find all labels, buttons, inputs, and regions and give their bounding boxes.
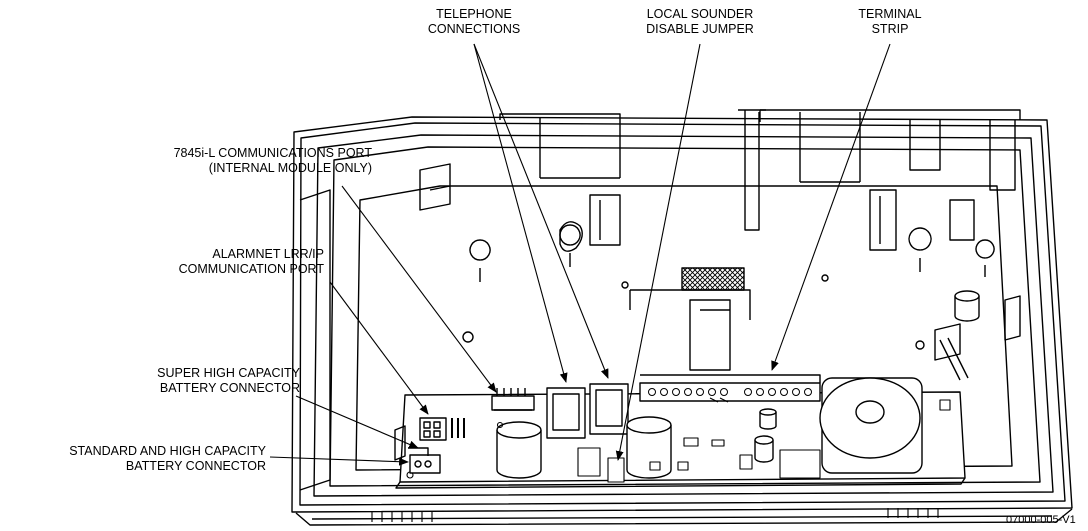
label-line: (INTERNAL MODULE ONLY) — [208, 161, 372, 175]
transformer — [819, 377, 923, 474]
leader-std-battery — [269, 456, 409, 466]
leader-super-battery — [295, 395, 419, 449]
label-line: 7845i-L COMMUNICATIONS PORT — [173, 146, 372, 160]
speaker-grille — [681, 267, 745, 291]
comm-port-header — [491, 388, 535, 411]
side-strap — [939, 290, 980, 381]
label-line: TELEPHONE — [436, 7, 512, 21]
leader-comm-port — [341, 185, 497, 393]
label-line: STANDARD AND HIGH CAPACITY — [69, 444, 266, 458]
label-local-sounder: LOCAL SOUNDER DISABLE JUMPER — [628, 7, 772, 37]
tamper-bracket — [629, 289, 751, 371]
label-line: COMMUNICATION PORT — [178, 262, 324, 276]
label-super-battery: SUPER HIGH CAPACITY BATTERY CONNECTOR — [80, 366, 300, 396]
label-line: ALARMNET LRR/IP — [212, 247, 324, 261]
label-std-battery: STANDARD AND HIGH CAPACITY BATTERY CONNE… — [0, 444, 266, 474]
label-line: LOCAL SOUNDER — [646, 7, 754, 21]
label-line: CONNECTIONS — [427, 22, 521, 36]
label-line: STRIP — [871, 22, 909, 36]
leader-terminal — [771, 43, 891, 371]
keyhole-slots — [462, 224, 995, 350]
leader-telephone-2 — [473, 43, 609, 379]
label-line: BATTERY CONNECTOR — [159, 381, 300, 395]
label-line: TERMINAL — [858, 7, 922, 21]
label-line: BATTERY CONNECTOR — [125, 459, 266, 473]
leader-telephone-1 — [473, 43, 568, 383]
label-comm-port: 7845i-L COMMUNICATIONS PORT (INTERNAL MO… — [60, 146, 372, 176]
label-terminal-strip: TERMINAL STRIP — [850, 7, 930, 37]
enclosure-feet — [371, 508, 939, 522]
leader-sounder — [615, 43, 701, 461]
label-telephone-connections: TELEPHONE CONNECTIONS — [418, 7, 530, 37]
leader-alarmnet — [329, 281, 429, 415]
label-line: SUPER HIGH CAPACITY — [157, 366, 300, 380]
label-line: DISABLE JUMPER — [646, 22, 754, 36]
figure-id: 07000-005-V1 — [1006, 514, 1076, 526]
terminal-strip — [639, 374, 821, 402]
telephone-connectors — [546, 383, 629, 439]
battery-connectors — [394, 417, 465, 474]
label-alarmnet-port: ALARMNET LRR/IP COMMUNICATION PORT — [100, 247, 324, 277]
